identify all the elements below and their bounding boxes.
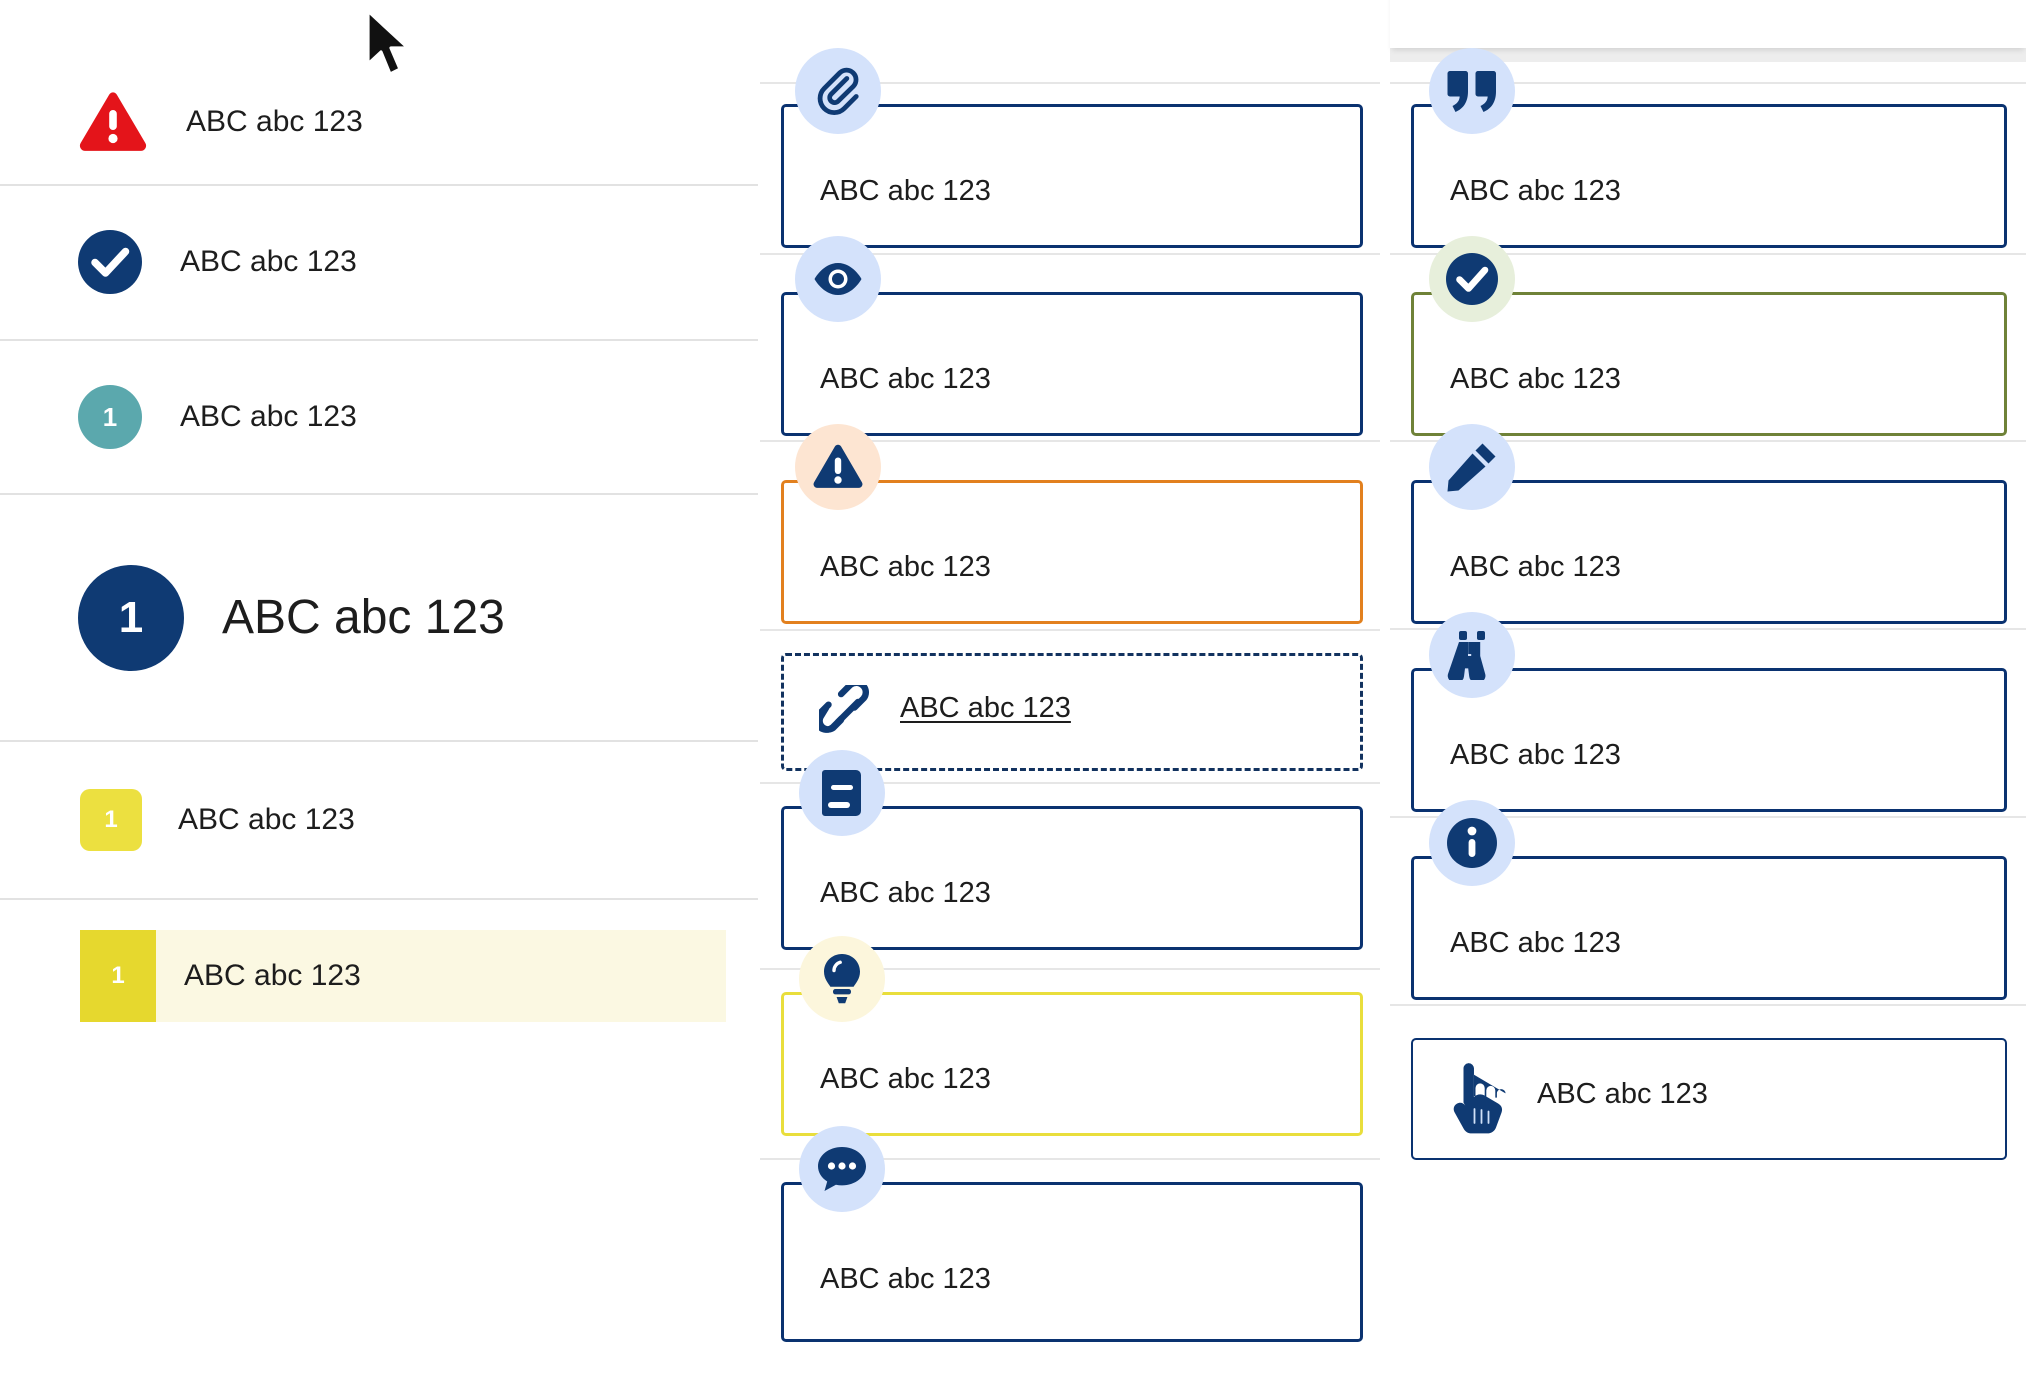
column-divider	[1390, 253, 2026, 255]
sidebar-divider	[0, 740, 758, 742]
quotation-marks-icon	[1429, 48, 1515, 134]
card-tip[interactable]: ABC abc 123	[781, 992, 1363, 1136]
lightbulb-icon	[799, 936, 885, 1022]
info-circle-icon	[1429, 800, 1515, 886]
sidebar-divider	[0, 184, 758, 186]
sidebar-item-label: ABC abc 123	[180, 245, 357, 278]
column-divider	[1390, 1004, 2026, 1006]
column-divider	[1390, 82, 2026, 84]
eye-icon	[795, 236, 881, 322]
number-badge-icon: 1	[80, 930, 156, 1022]
chat-bubble-icon	[799, 1126, 885, 1212]
sidebar-item-large-number[interactable]: 1 ABC abc 123	[0, 495, 758, 740]
card-label: ABC abc 123	[820, 877, 991, 909]
column-divider	[760, 968, 1380, 970]
link-chain-icon	[818, 684, 878, 742]
card-edit[interactable]: ABC abc 123	[1411, 480, 2007, 624]
card-label: ABC abc 123	[820, 363, 991, 395]
sidebar-item-label: ABC abc 123	[222, 591, 505, 644]
tab-underline	[1390, 48, 2026, 62]
column-divider	[760, 440, 1380, 442]
pointing-hand-icon	[1450, 1062, 1508, 1136]
card-label: ABC abc 123	[820, 551, 991, 583]
card-label: ABC abc 123	[820, 1063, 991, 1095]
sidebar-item-success[interactable]: ABC abc 123	[0, 186, 758, 338]
card-label: ABC abc 123	[1537, 1078, 1708, 1110]
card-success[interactable]: ABC abc 123	[1411, 292, 2007, 436]
sidebar-item-label: ABC abc 123	[180, 400, 357, 433]
column-divider	[760, 1158, 1380, 1160]
pencil-icon	[1429, 424, 1515, 510]
sidebar-item-label: ABC abc 123	[178, 803, 355, 836]
column-divider	[760, 782, 1380, 784]
check-circle-icon	[1429, 236, 1515, 322]
panel-tab[interactable]	[1390, 0, 2026, 48]
sidebar-item-teal-number[interactable]: 1 ABC abc 123	[0, 341, 758, 493]
card-comment[interactable]: ABC abc 123	[781, 1182, 1363, 1342]
card-label: ABC abc 123	[1450, 175, 1621, 207]
sidebar-item-error[interactable]: ABC abc 123	[0, 60, 758, 184]
column-divider	[760, 629, 1380, 631]
card-preview[interactable]: ABC abc 123	[781, 292, 1363, 436]
card-link-label[interactable]: ABC abc 123	[900, 692, 1071, 724]
number-badge-icon: 1	[80, 789, 142, 851]
column-divider	[1390, 816, 2026, 818]
sidebar-item-label: ABC abc 123	[186, 105, 363, 138]
paperclip-icon	[795, 48, 881, 134]
card-label: ABC abc 123	[1450, 363, 1621, 395]
sidebar-divider	[0, 493, 758, 495]
card-label: ABC abc 123	[1450, 739, 1621, 771]
card-label: ABC abc 123	[820, 175, 991, 207]
check-circle-icon	[78, 230, 142, 294]
book-icon	[799, 750, 885, 836]
sidebar-item-highlighted[interactable]: 1 ABC abc 123	[80, 930, 726, 1022]
card-observe[interactable]: ABC abc 123	[1411, 668, 2007, 812]
sidebar-item-yellow-number[interactable]: 1 ABC abc 123	[0, 742, 758, 898]
card-label: ABC abc 123	[820, 1263, 991, 1295]
column-divider	[1390, 628, 2026, 630]
card-label: ABC abc 123	[1450, 551, 1621, 583]
sidebar-divider	[0, 898, 758, 900]
sidebar: ABC abc 123 ABC abc 123 1 ABC abc 123 1 …	[0, 0, 758, 1392]
sidebar-item-label: ABC abc 123	[184, 959, 361, 992]
card-action[interactable]: ABC abc 123	[1411, 1038, 2007, 1160]
warning-triangle-icon	[795, 424, 881, 510]
card-warning[interactable]: ABC abc 123	[781, 480, 1363, 624]
column-divider	[1390, 440, 2026, 442]
card-quote[interactable]: ABC abc 123	[1411, 104, 2007, 248]
column-divider	[760, 253, 1380, 255]
card-link[interactable]: ABC abc 123	[781, 653, 1363, 771]
binoculars-icon	[1429, 612, 1515, 698]
sidebar-divider	[0, 339, 758, 341]
number-badge-icon: 1	[78, 564, 184, 671]
warning-triangle-icon	[78, 90, 148, 154]
card-info[interactable]: ABC abc 123	[1411, 856, 2007, 1000]
card-book[interactable]: ABC abc 123	[781, 806, 1363, 950]
card-label: ABC abc 123	[1450, 927, 1621, 959]
column-divider	[760, 82, 1380, 84]
card-attachment[interactable]: ABC abc 123	[781, 104, 1363, 248]
number-badge-icon: 1	[78, 385, 142, 449]
